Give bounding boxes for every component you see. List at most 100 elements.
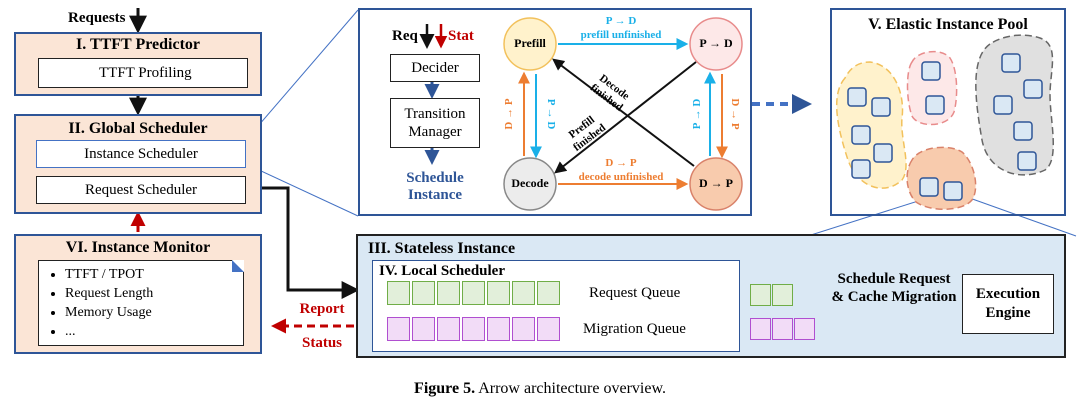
- request-queue-slot: [750, 284, 771, 306]
- execution-engine-line1: Execution: [975, 286, 1041, 302]
- transit-request-queue: [750, 284, 798, 306]
- local-scheduler-title: IV. Local Scheduler: [379, 263, 505, 279]
- migration-queue-slot: [462, 317, 485, 341]
- migration-queue-slot: [387, 317, 410, 341]
- migration-queue-slot: [412, 317, 435, 341]
- ttft-profiling-box: TTFT Profiling: [38, 58, 248, 88]
- stateless-instance-panel: III. Stateless Instance IV. Local Schedu…: [356, 234, 1066, 358]
- d2p-label: D → P: [699, 176, 733, 190]
- migration-queue: [387, 317, 567, 341]
- migration-queue-slot: [750, 318, 771, 340]
- request-queue-label: Request Queue: [589, 285, 681, 301]
- caption-label: Figure 5.: [414, 380, 476, 397]
- report-status-line1: Report: [299, 301, 345, 317]
- edge-label-p2d-left: P → D: [545, 98, 557, 130]
- request-queue-slot: [412, 281, 435, 305]
- ttft-profiling-label: TTFT Profiling: [99, 64, 192, 81]
- pool-instance: [925, 95, 945, 115]
- instance-monitor-panel: VI. Instance Monitor TTFT / TPOT Request…: [14, 234, 262, 354]
- local-scheduler-panel: IV. Local Scheduler Request Queue Migrat…: [372, 260, 740, 352]
- prefill-label: Prefill: [514, 36, 546, 50]
- monitor-metric: TTFT / TPOT: [65, 265, 243, 284]
- ttft-predictor-title: I. TTFT Predictor: [76, 36, 200, 53]
- zoom-line-bottom: [245, 163, 359, 217]
- execution-engine-box: Execution Engine: [962, 274, 1054, 334]
- request-queue-slot: [512, 281, 535, 305]
- request-queue-slot: [487, 281, 510, 305]
- global-scheduler-title: II. Global Scheduler: [68, 120, 208, 137]
- edge-label-line: P → D: [605, 15, 637, 27]
- request-scheduler-box: Request Scheduler: [36, 176, 246, 204]
- figure-caption: Figure 5. Arrow architecture overview.: [0, 380, 1080, 398]
- elastic-pool-title: V. Elastic Instance Pool: [868, 16, 1028, 33]
- transition-manager-box: Transition Manager: [390, 98, 480, 148]
- edge-d2p-to-prefill: [552, 58, 695, 167]
- instance-scheduler-box: Instance Scheduler: [36, 140, 246, 168]
- edge-label-line: prefill unfinished: [580, 29, 662, 41]
- edge-p2d-to-decode: [554, 61, 697, 174]
- instance-scheduler-detail-panel: Req Stat Decider Transition Manager Sche…: [358, 8, 752, 216]
- edge-label-d2p-right: D → P: [729, 98, 741, 130]
- pool-instance: [943, 181, 963, 201]
- monitor-document: TTFT / TPOT Request Length Memory Usage …: [38, 260, 244, 346]
- pool-instance: [873, 143, 893, 163]
- pool-instance: [851, 159, 871, 179]
- decider-box: Decider: [390, 54, 480, 82]
- pool-instance: [1013, 121, 1033, 141]
- request-queue: [387, 281, 563, 305]
- caption-text: Arrow architecture overview.: [475, 380, 666, 397]
- edge-label-prefill-unfinished: P → D prefill unfinished: [566, 14, 676, 42]
- request-queue-slot: [537, 281, 560, 305]
- zoom-line-top: [245, 9, 359, 141]
- pool-instance: [1017, 151, 1037, 171]
- req-label: Req: [392, 28, 418, 44]
- pool-instance: [1023, 79, 1043, 99]
- request-queue-slot: [437, 281, 460, 305]
- pool-instance: [847, 87, 867, 107]
- migration-queue-slot: [437, 317, 460, 341]
- decode-label: Decode: [511, 176, 549, 190]
- instance-monitor-title: VI. Instance Monitor: [65, 239, 211, 256]
- ttft-predictor-panel: I. TTFT Predictor TTFT Profiling: [14, 32, 262, 96]
- report-status-label: Report Status: [290, 300, 354, 352]
- edge-label-line: decode unfinished: [578, 171, 664, 183]
- migration-queue-slot: [487, 317, 510, 341]
- state-prefill: [503, 17, 557, 71]
- state-p2d: [689, 17, 743, 71]
- monitor-metric: Memory Usage: [65, 303, 243, 322]
- p2d-label: P → D: [699, 36, 733, 50]
- edge-label-d2p-left: D → P: [503, 98, 515, 130]
- schedule-instance-line1: Schedule: [406, 170, 464, 186]
- schedule-instance-label: Schedule Instance: [384, 170, 486, 204]
- migration-queue-slot: [772, 318, 793, 340]
- elastic-pool-panel: V. Elastic Instance Pool: [830, 8, 1066, 216]
- global-scheduler-panel: II. Global Scheduler Instance Scheduler …: [14, 114, 262, 214]
- schedule-instance-line2: Instance: [407, 187, 463, 203]
- requests-label: Requests: [68, 10, 126, 26]
- edge-label-p2d-right: P → D: [691, 98, 703, 130]
- monitor-metric: Request Length: [65, 284, 243, 303]
- request-queue-slot: [462, 281, 485, 305]
- stat-label: Stat: [448, 28, 474, 44]
- transition-line1: Transition: [404, 106, 466, 122]
- migration-queue-slot: [512, 317, 535, 341]
- monitor-metric: ...: [65, 322, 243, 341]
- schedule-request-line2: & Cache Migration: [831, 289, 957, 305]
- pool-instances: [847, 53, 1043, 201]
- edge-label-line: D → P: [605, 157, 637, 169]
- request-queue-slot: [387, 281, 410, 305]
- pool-instance: [851, 125, 871, 145]
- monitor-metrics-list: TTFT / TPOT Request Length Memory Usage …: [39, 261, 243, 341]
- pool-instance: [921, 61, 941, 81]
- stateless-instance-title: III. Stateless Instance: [368, 240, 516, 257]
- migration-queue-slot: [537, 317, 560, 341]
- request-scheduler-to-instance-arrow: [246, 186, 360, 299]
- transit-migration-queue: [750, 318, 820, 340]
- transition-line2: Manager: [408, 124, 462, 140]
- report-status-line2: Status: [301, 335, 342, 351]
- edge-label-decode-unfinished: D → P decode unfinished: [566, 156, 676, 184]
- execution-engine-line2: Engine: [985, 305, 1031, 321]
- pool-instance: [1001, 53, 1021, 73]
- migration-queue-label: Migration Queue: [583, 321, 686, 337]
